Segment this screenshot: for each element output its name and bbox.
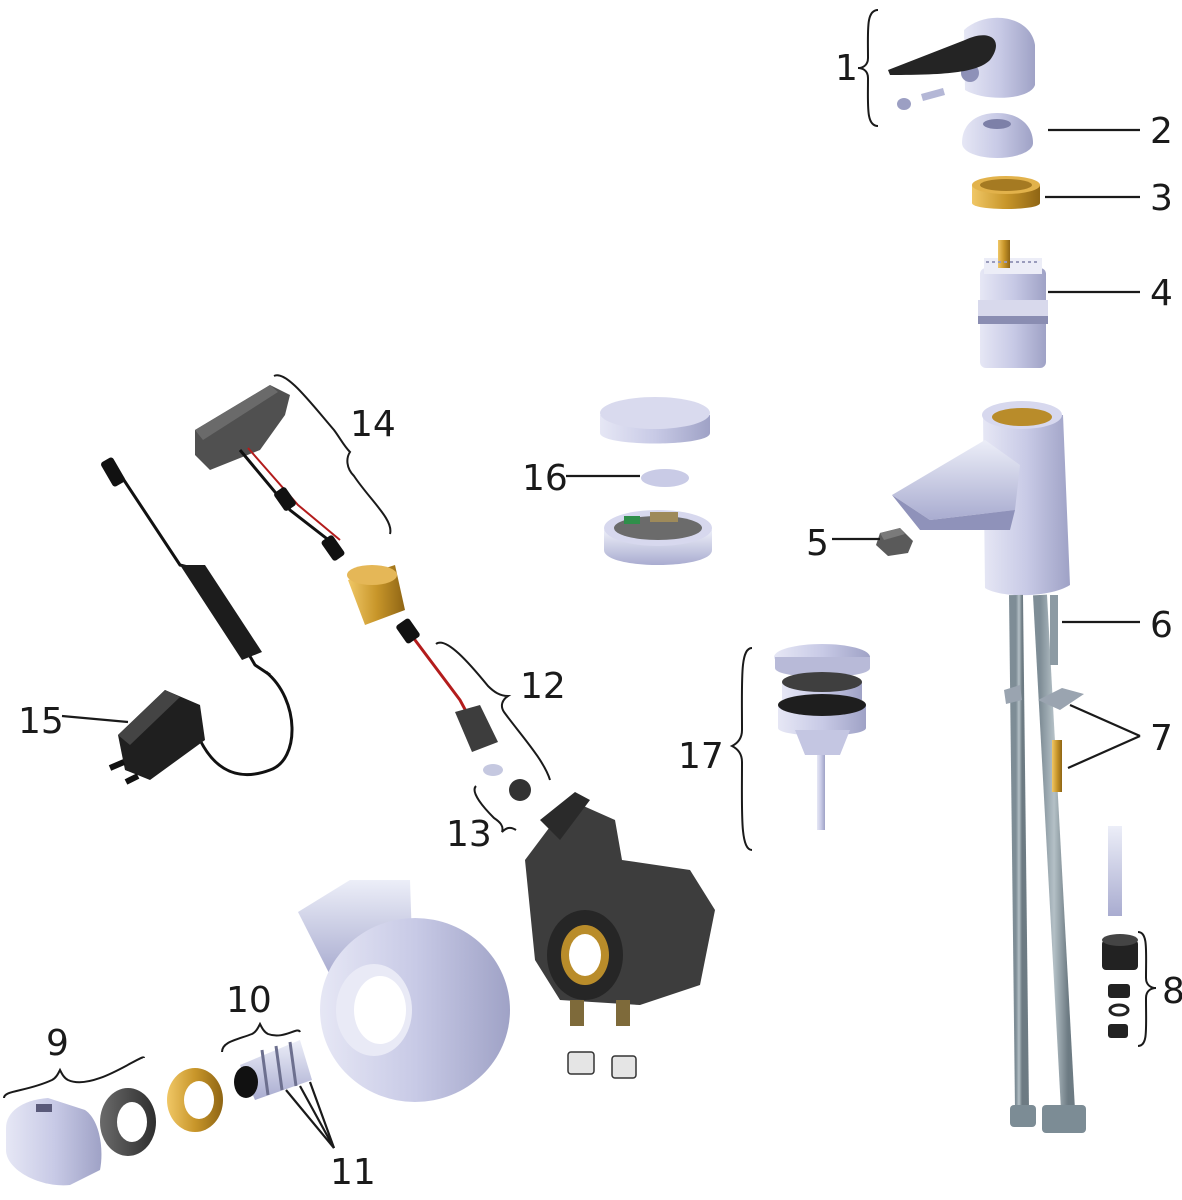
brace-10 (221, 1021, 301, 1053)
brace-12 (435, 641, 551, 781)
part-14-sensor-module (195, 385, 405, 625)
callout-14: 14 (350, 404, 396, 445)
brace-14 (273, 374, 392, 535)
callout-13: 13 (446, 814, 492, 855)
part-1-lever-handle (888, 17, 1035, 110)
part-16-sensor-puck (600, 397, 712, 565)
leader-lines (3, 9, 1157, 1149)
leader-15 (61, 714, 129, 724)
callout-2: 2 (1150, 111, 1173, 152)
leader-7a (1069, 703, 1141, 738)
part-12-cable-and-plug (396, 618, 531, 801)
part-3-brass-nut (972, 176, 1040, 209)
brace-1 (857, 9, 879, 127)
callout-17: 17 (678, 736, 724, 777)
control-unit (525, 792, 715, 1079)
callout-6: 6 (1150, 605, 1173, 646)
callout-3: 3 (1150, 178, 1173, 219)
brace-17 (729, 647, 753, 851)
callout-4: 4 (1150, 273, 1173, 314)
callout-7: 7 (1150, 718, 1173, 759)
leader-7b (1067, 734, 1141, 770)
callout-10: 10 (226, 980, 272, 1021)
part-4-cartridge (978, 240, 1048, 368)
part-15-power-supply (101, 457, 294, 785)
callout-numbers: 1 2 3 4 5 6 7 8 9 10 11 12 13 14 15 16 1… (18, 48, 1182, 1193)
part-8-fittings (1102, 826, 1138, 1038)
part-6-faucet-body (892, 401, 1086, 1133)
brace-9 (3, 1056, 145, 1099)
part-7-fixing-set (1004, 685, 1084, 792)
callout-15: 15 (18, 701, 64, 742)
callout-5: 5 (806, 523, 829, 564)
part-10-brass-nut-and-connector (167, 1040, 312, 1132)
callout-1: 1 (835, 48, 858, 89)
brace-8 (1137, 931, 1157, 1047)
part-2-cover-cap (962, 113, 1033, 158)
leader-11c (308, 1081, 336, 1149)
callout-9: 9 (46, 1023, 69, 1064)
brace-13 (473, 785, 517, 833)
callout-11: 11 (330, 1152, 376, 1193)
callout-8: 8 (1162, 971, 1182, 1012)
leader-11b (299, 1085, 335, 1149)
part-5-aerator (876, 528, 913, 556)
callout-16: 16 (522, 458, 568, 499)
part-9-cap-and-ring (6, 1088, 156, 1186)
leader-11a (285, 1089, 335, 1149)
callout-12: 12 (520, 666, 566, 707)
mixer-housing (298, 880, 510, 1102)
part-17-pop-up-waste (774, 644, 870, 830)
